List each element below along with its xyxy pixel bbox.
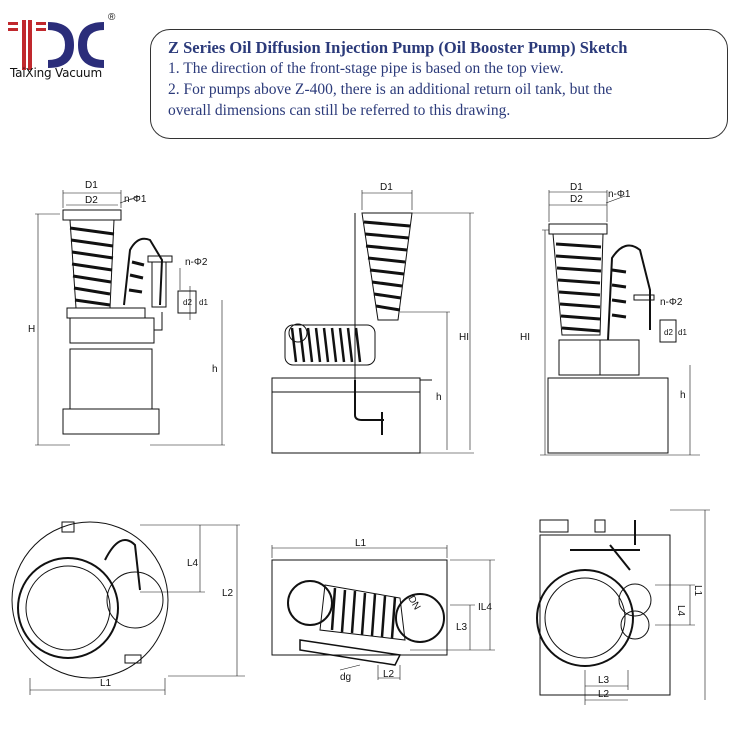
label-L2: L2 [222, 588, 234, 599]
label-HI: HI [520, 332, 530, 343]
svg-text:®: ® [108, 12, 116, 23]
label-IL4: IL4 [478, 602, 492, 613]
label-H: H [28, 324, 35, 335]
label-d1: d1 [199, 298, 208, 307]
label-D1: D1 [380, 182, 393, 193]
brand-name: TaiXing Vacuum [10, 66, 102, 80]
notes-box: Z Series Oil Diffusion Injection Pump (O… [150, 29, 728, 139]
label-d2: d2 [664, 328, 673, 337]
label-L2: L2 [598, 689, 610, 700]
top-view-middle: L1 DN IL4 L3 dg L2 [271, 538, 495, 683]
label-L2: L2 [383, 669, 395, 680]
label-n-phi1: n-Φ1 [608, 189, 631, 200]
label-D1: D1 [85, 180, 98, 191]
label-n-phi2: n-Φ2 [660, 297, 683, 308]
label-L1: L1 [355, 538, 367, 549]
label-D1: D1 [570, 182, 583, 193]
label-h: h [436, 392, 442, 403]
label-D2: D2 [85, 195, 98, 206]
label-L4: L4 [675, 605, 686, 617]
front-view-left: D1 D2 n-Φ1 n-Φ2 d2 d1 H h [28, 180, 225, 446]
label-h: h [680, 390, 686, 401]
label-D2: D2 [570, 194, 583, 205]
label-n-phi2: n-Φ2 [185, 257, 208, 268]
label-L1: L1 [692, 585, 703, 597]
top-view-right: L4 L1 L3 L2 [536, 509, 710, 705]
sketch-title: Z Series Oil Diffusion Injection Pump (O… [168, 38, 628, 57]
top-view-left: L4 L2 L1 [11, 521, 245, 695]
label-L1: L1 [100, 678, 112, 689]
note-line-3: overall dimensions can still be referred… [168, 102, 511, 119]
front-view-right: D1 D2 n-Φ1 n-Φ2 d2 d1 HI h [520, 182, 700, 456]
label-L3: L3 [598, 675, 610, 686]
note-line-1: 1. The direction of the front-stage pipe… [168, 60, 564, 77]
side-view: D1 HI h [271, 182, 474, 454]
label-HI: HI [459, 332, 469, 343]
label-h: h [212, 364, 218, 375]
label-L3: L3 [456, 622, 468, 633]
note-line-2: 2. For pumps above Z-400, there is an ad… [168, 81, 613, 98]
label-L4: L4 [187, 558, 199, 569]
brand-logo: ® [8, 12, 116, 70]
label-d2: d2 [183, 298, 192, 307]
label-d1: d1 [678, 328, 687, 337]
label-n-phi1: n-Φ1 [124, 194, 147, 205]
label-dg: dg [340, 672, 351, 683]
